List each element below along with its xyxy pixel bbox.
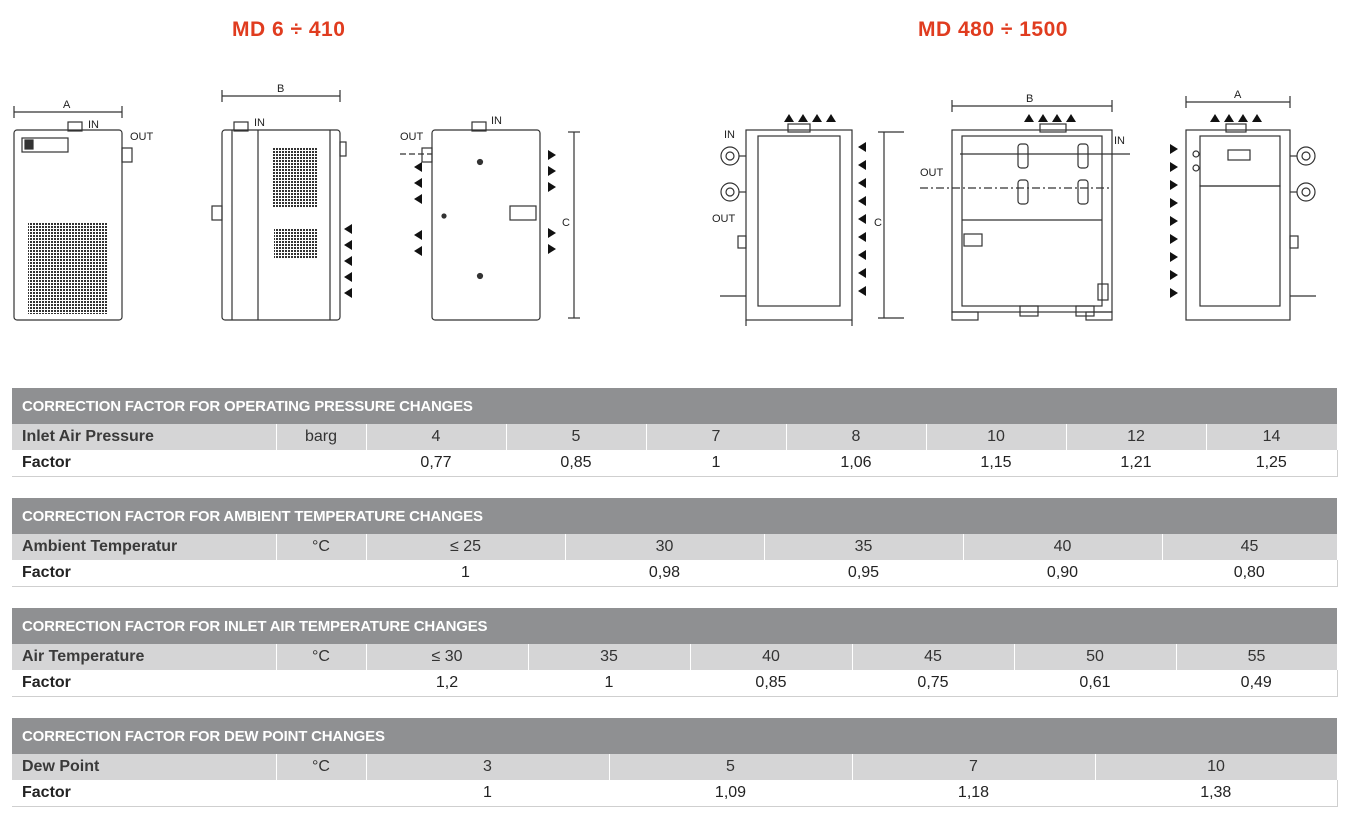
dryer-drawings-svg: A IN OUT B IN OUT IN C IN OUT C B IN OUT…: [13, 83, 1316, 326]
small-dryer-front-view: [13, 106, 133, 321]
row-label: Inlet Air Pressure: [12, 424, 277, 450]
value-cell: 10: [926, 424, 1067, 450]
value-cell: 10: [1095, 754, 1338, 780]
in-label: IN: [88, 119, 99, 131]
value-cell: 40: [690, 644, 853, 670]
correction-tables: CORRECTION FACTOR FOR OPERATING PRESSURE…: [12, 388, 1338, 828]
factor-cell: 0,85: [690, 670, 852, 697]
unit-cell: °C: [276, 754, 367, 780]
value-cell: 35: [764, 534, 964, 560]
empty-cell: [276, 780, 366, 807]
value-cell: 7: [646, 424, 787, 450]
factor-cell: 1: [366, 560, 565, 587]
value-cell: 30: [565, 534, 765, 560]
large-dryer-left-view: [720, 123, 904, 326]
row-label: Air Temperature: [12, 644, 277, 670]
in-label: IN: [491, 115, 502, 127]
factor-cell: 0,90: [963, 560, 1162, 587]
table-title: CORRECTION FACTOR FOR INLET AIR TEMPERAT…: [12, 608, 1337, 644]
factor-cell: 1,25: [1206, 450, 1338, 477]
out-label: OUT: [130, 131, 154, 143]
factor-label: Factor: [12, 450, 276, 477]
value-cell: 50: [1014, 644, 1177, 670]
factor-cell: 1,09: [609, 780, 852, 807]
value-cell: 3: [366, 754, 610, 780]
factor-cell: 0,98: [565, 560, 764, 587]
dim-a-label: A: [1234, 89, 1242, 101]
value-cell: 35: [528, 644, 691, 670]
factor-cell: 0,80: [1162, 560, 1338, 587]
value-cell: 55: [1176, 644, 1338, 670]
value-cell: 45: [1162, 534, 1338, 560]
pressure-correction-table: CORRECTION FACTOR FOR OPERATING PRESSURE…: [12, 388, 1338, 477]
small-dryer-back-view: [400, 121, 580, 321]
value-cell: 14: [1206, 424, 1338, 450]
factor-label: Factor: [12, 780, 276, 807]
factor-cell: 0,61: [1014, 670, 1176, 697]
row-label: Ambient Temperatur: [12, 534, 277, 560]
large-dryer-right-view: [1185, 96, 1316, 321]
dim-c-label: C: [874, 217, 882, 229]
factor-label: Factor: [12, 560, 276, 587]
factor-cell: 1,21: [1066, 450, 1206, 477]
inlet-air-temperature-correction-table: CORRECTION FACTOR FOR INLET AIR TEMPERAT…: [12, 608, 1338, 697]
out-label: OUT: [920, 167, 944, 179]
value-cell: 7: [852, 754, 1096, 780]
unit-cell: °C: [276, 644, 367, 670]
factor-cell: 0,85: [506, 450, 646, 477]
empty-cell: [276, 670, 366, 697]
dim-a-label: A: [63, 99, 71, 111]
unit-cell: °C: [276, 534, 367, 560]
value-cell: 40: [963, 534, 1163, 560]
factor-cell: 0,75: [852, 670, 1014, 697]
out-label: OUT: [400, 131, 424, 143]
out-label: OUT: [712, 213, 736, 225]
factor-cell: 1,2: [366, 670, 528, 697]
in-label: IN: [724, 129, 735, 141]
empty-cell: [276, 450, 366, 477]
value-cell: 8: [786, 424, 927, 450]
factor-cell: 0,77: [366, 450, 506, 477]
factor-cell: 0,49: [1176, 670, 1338, 697]
factor-cell: 1,38: [1095, 780, 1338, 807]
factor-cell: 1,06: [786, 450, 926, 477]
unit-cell: barg: [276, 424, 367, 450]
dim-c-label: C: [562, 217, 570, 229]
factor-cell: 1: [528, 670, 690, 697]
dew-point-correction-table: CORRECTION FACTOR FOR DEW POINT CHANGES …: [12, 718, 1338, 807]
in-label: IN: [254, 117, 265, 129]
value-cell: 45: [852, 644, 1015, 670]
ambient-temperature-correction-table: CORRECTION FACTOR FOR AMBIENT TEMPERATUR…: [12, 498, 1338, 587]
dim-b-label: B: [1026, 93, 1033, 105]
value-cell: 12: [1066, 424, 1207, 450]
in-label: IN: [1114, 135, 1125, 147]
empty-cell: [276, 560, 366, 587]
factor-cell: 1,18: [852, 780, 1095, 807]
factor-cell: 0,95: [764, 560, 963, 587]
value-cell: 5: [506, 424, 647, 450]
factor-cell: 1: [366, 780, 609, 807]
factor-cell: 1,15: [926, 450, 1066, 477]
row-label: Dew Point: [12, 754, 277, 780]
large-dryer-front-view: [920, 100, 1130, 321]
value-cell: 4: [366, 424, 507, 450]
series-title-large: MD 480 ÷ 1500: [918, 18, 1068, 41]
value-cell: 5: [609, 754, 853, 780]
factor-cell: 1: [646, 450, 786, 477]
value-cell: ≤ 25: [366, 534, 566, 560]
airflow-arrows: [344, 114, 1262, 298]
table-title: CORRECTION FACTOR FOR DEW POINT CHANGES: [12, 718, 1338, 754]
dim-b-label: B: [277, 83, 284, 95]
table-title: CORRECTION FACTOR FOR AMBIENT TEMPERATUR…: [12, 498, 1338, 534]
table-title: CORRECTION FACTOR FOR OPERATING PRESSURE…: [12, 388, 1338, 424]
small-dryer-side-view: [211, 90, 347, 321]
factor-label: Factor: [12, 670, 276, 697]
series-title-small: MD 6 ÷ 410: [232, 18, 346, 41]
value-cell: ≤ 30: [366, 644, 529, 670]
technical-drawings: A IN OUT B IN OUT IN C IN OUT C B IN OUT…: [0, 70, 1349, 330]
